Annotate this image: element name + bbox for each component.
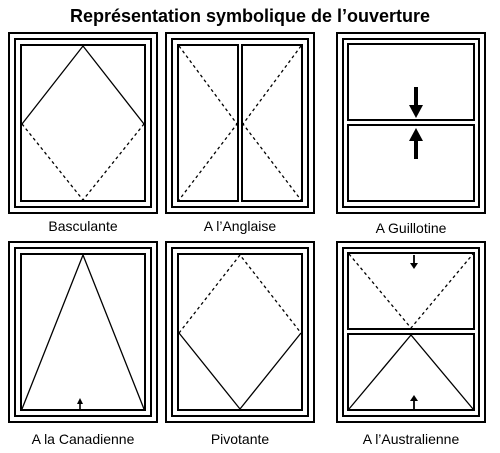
window-australienne	[336, 241, 486, 423]
label-pivotante: Pivotante	[210, 431, 270, 447]
label-australienne: A l’Australienne	[362, 431, 460, 447]
label-guillotine: A Guillotine	[375, 220, 447, 236]
window-canadienne	[8, 241, 158, 423]
window-pivotante	[165, 241, 315, 423]
label-basculante: Basculante	[48, 218, 118, 234]
label-canadienne: A la Canadienne	[31, 431, 135, 447]
window-anglaise	[165, 32, 315, 214]
diagram-title: Représentation symbolique de l’ouverture	[69, 6, 431, 26]
window-basculante	[8, 32, 158, 214]
window-guillotine	[336, 32, 486, 214]
label-anglaise: A l’Anglaise	[203, 218, 277, 234]
